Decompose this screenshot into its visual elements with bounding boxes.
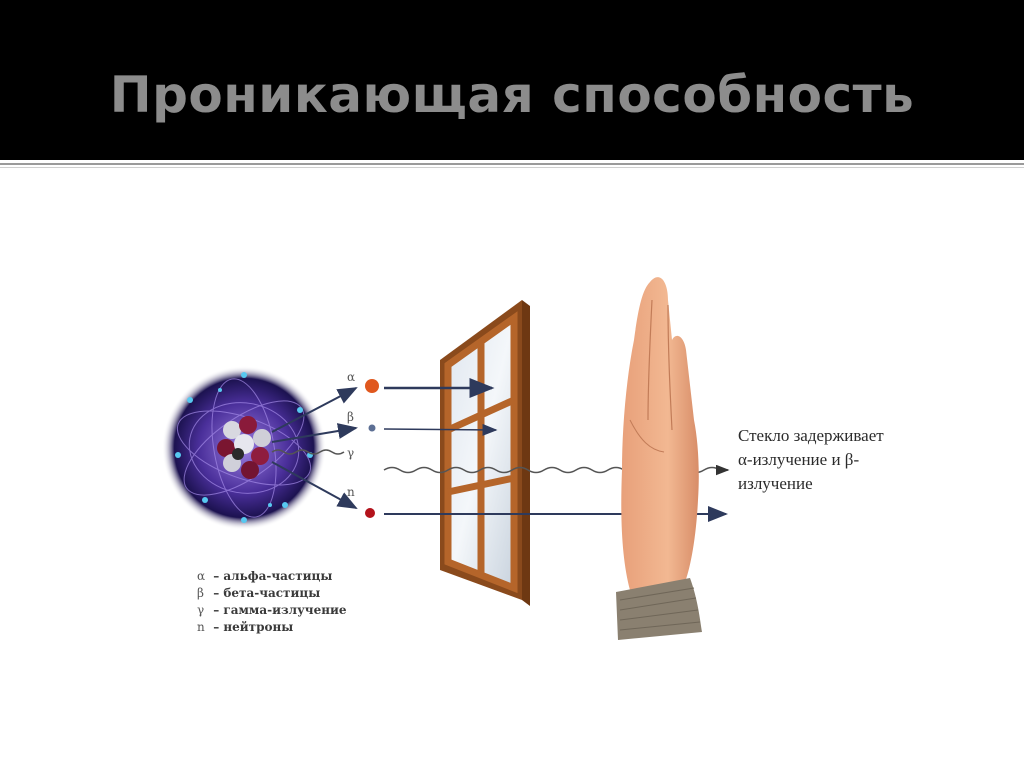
legend-text: – альфа-частицы xyxy=(213,569,333,583)
title-divider-thin xyxy=(0,167,1024,168)
hand-icon xyxy=(616,277,702,640)
slide-title: Проникающая способность xyxy=(109,66,915,124)
neutron-particle-icon xyxy=(365,508,375,518)
legend-item-alpha: α – альфа-частицы xyxy=(197,568,347,585)
glass-window-icon xyxy=(440,300,530,606)
alpha-particle-icon xyxy=(365,379,379,393)
legend-text: – бета-частицы xyxy=(213,586,321,600)
legend-item-gamma: γ – гамма-излучение xyxy=(197,602,347,619)
alpha-emission-arrow xyxy=(271,387,358,433)
legend-symbol: γ xyxy=(197,603,205,617)
legend-item-beta: β – бета-частицы xyxy=(197,585,347,602)
legend-item-neutron: n – нейтроны xyxy=(197,619,347,636)
beta-ray-arrow xyxy=(383,423,498,436)
atom-nucleus xyxy=(217,416,271,479)
caption-line: α-излучение и β- xyxy=(738,450,860,469)
legend-symbol: β xyxy=(197,586,204,600)
legend-symbol: α xyxy=(197,569,206,583)
beta-emission-arrow xyxy=(271,423,358,443)
glass-blocks-caption: Стекло задерживает α-излучение и β- излу… xyxy=(738,424,908,496)
title-bar xyxy=(0,0,1024,160)
alpha-label: α xyxy=(347,370,355,384)
neutron-label: n xyxy=(347,485,355,499)
neutron-emission-arrow xyxy=(271,461,358,509)
gamma-emission-wave xyxy=(271,449,345,455)
caption-line: излучение xyxy=(738,474,813,493)
atom-icon xyxy=(162,366,326,530)
gamma-label: γ xyxy=(347,446,354,460)
legend-symbol: n xyxy=(197,620,205,634)
legend-text: – гамма-излучение xyxy=(213,603,347,617)
caption-line: Стекло задерживает xyxy=(738,426,884,445)
beta-particle-icon xyxy=(368,424,376,432)
particle-legend: α – альфа-частицы β – бета-частицы γ – г… xyxy=(197,568,347,636)
legend-text: – нейтроны xyxy=(213,620,294,634)
title-divider xyxy=(0,163,1024,165)
beta-label: β xyxy=(347,410,354,424)
